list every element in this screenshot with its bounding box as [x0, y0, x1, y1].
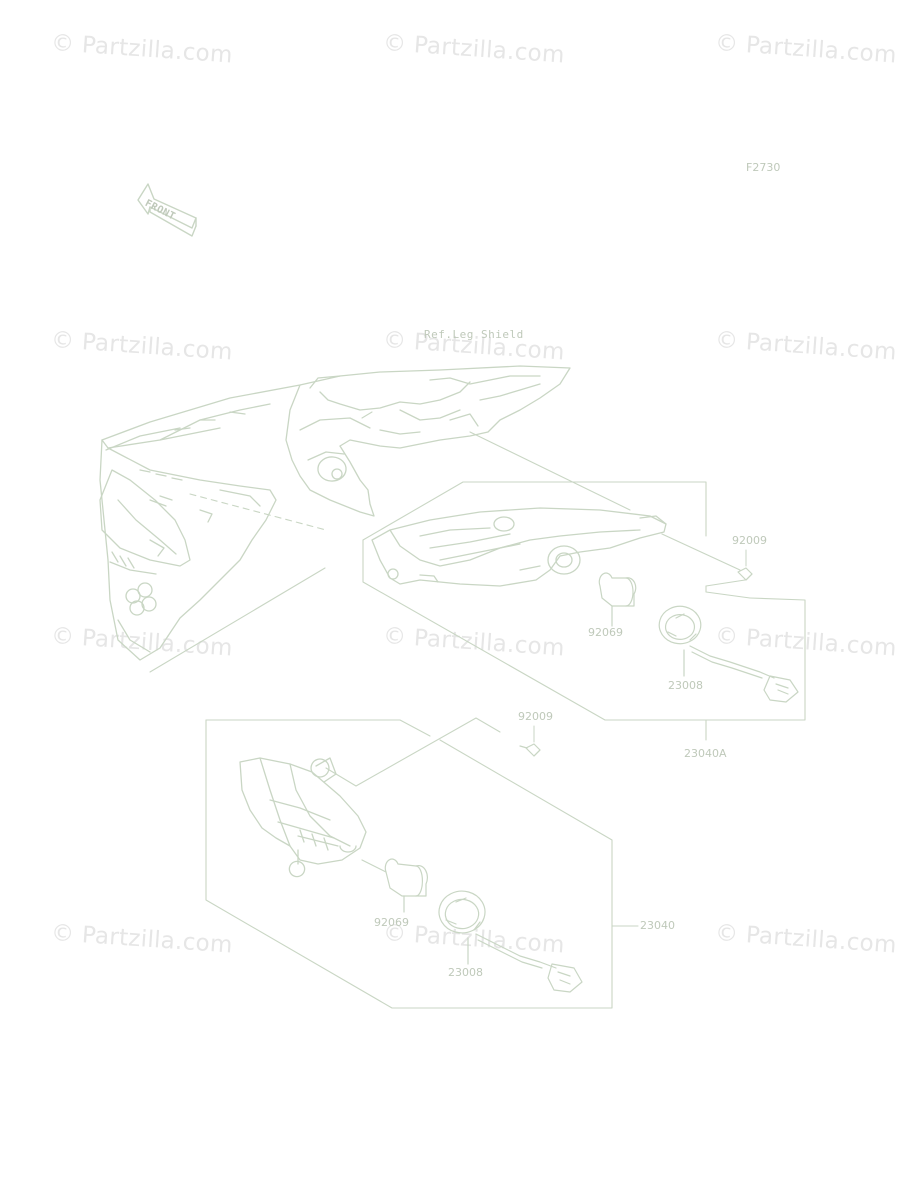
callout-ticks — [533, 549, 747, 743]
upper-turn-signal-housing — [371, 507, 667, 587]
lower-socket-drawing — [438, 890, 583, 993]
part-label-socket-lower[interactable]: 23008 — [448, 966, 483, 979]
leg-shield-drawing — [99, 365, 571, 661]
lower-assembly-outline — [205, 717, 639, 1009]
part-label-socket-upper[interactable]: 23008 — [668, 679, 703, 692]
leader-lines — [149, 411, 631, 673]
part-label-bulb-lower[interactable]: 92069 — [374, 916, 409, 929]
lower-turn-signal-housing — [239, 757, 367, 878]
lower-bolt-drawing — [519, 743, 541, 757]
part-label-bolt-upper[interactable]: 92009 — [732, 534, 767, 547]
part-label-assembly-upper[interactable]: 23040A — [684, 747, 727, 760]
figure-code: F2730 — [746, 161, 781, 174]
reference-label: Ref.Leg Shield — [424, 328, 524, 341]
upper-assembly-outline — [362, 481, 806, 741]
upper-socket-drawing — [611, 605, 799, 703]
front-arrow-icon — [137, 183, 197, 237]
part-label-assembly-lower[interactable]: 23040 — [640, 919, 675, 932]
lower-bulb-drawing — [361, 858, 428, 913]
upper-bulb-drawing — [598, 572, 637, 621]
upper-bolt-drawing — [661, 533, 753, 581]
part-label-bolt-lower[interactable]: 92009 — [518, 710, 553, 723]
part-label-bulb-upper[interactable]: 92069 — [588, 626, 623, 639]
